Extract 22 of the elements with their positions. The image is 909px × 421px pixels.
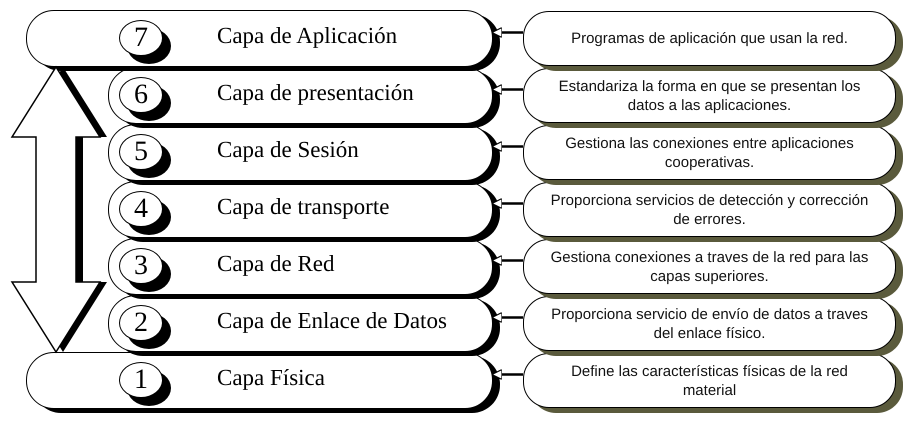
layer-name: Capa de transporte [217,194,390,220]
layer-description: Gestiona conexiones a traves de la red para las capas superiores. [550,248,870,286]
layer-description: Gestiona las conexiones entre aplicaciones cooperativas. [564,134,855,172]
layer-name: Capa de Red [217,251,335,277]
connector-arrow [491,198,523,210]
layer-description: Proporciona servicio de envío de datos a traves del enlace físico. [550,304,869,342]
layer-description: Programas de aplicación que usan la red. [571,29,848,48]
connector-arrow [491,312,523,324]
layer-name: Capa de Aplicación [217,23,398,49]
layer-description: Define las características físicas de la red material [570,362,849,400]
layer-description: Proporciona servicios de detección y corrección de errores. [550,190,870,228]
layer-name: Capa de Sesión [217,137,359,163]
connector-arrow [491,26,523,38]
double-arrow [10,66,107,354]
connector-arrow [491,140,523,152]
connector-arrow [491,84,523,96]
layer-name: Capa de Enlace de Datos [217,308,447,334]
layer-name: Capa Física [217,365,325,391]
layer-name: Capa de presentación [217,80,414,106]
layer-description: Estandariza la forma en que se presentan los datos a las aplicaciones. [558,76,862,114]
connector-arrow [491,368,523,380]
connector-arrow [491,254,523,266]
